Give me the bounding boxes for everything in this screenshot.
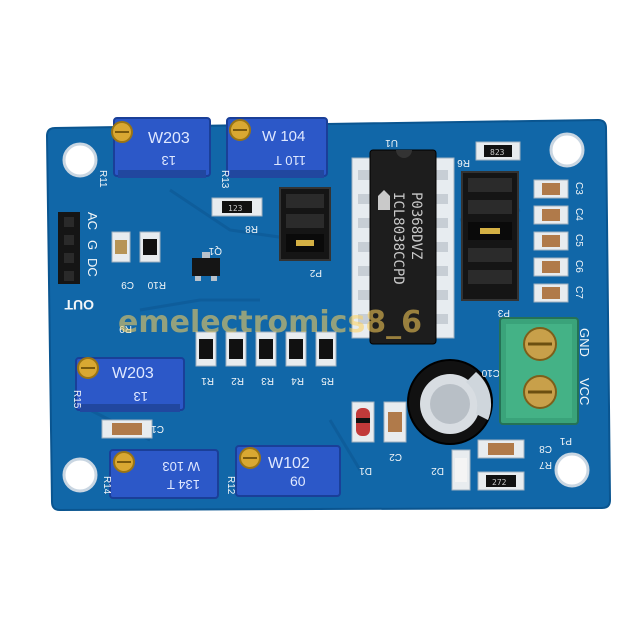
capacitor-column: [533, 179, 569, 303]
jumper-header-p3: [461, 171, 519, 301]
out-header: [58, 212, 80, 284]
label-r12: R12: [225, 476, 236, 495]
label-r3: R3: [261, 375, 274, 386]
diode-d1: [351, 401, 375, 443]
smd-resistor-r8: 123: [211, 197, 263, 217]
label-r14: R14: [101, 476, 112, 495]
pot-sub: 60: [290, 473, 306, 489]
out-label: OUT: [64, 297, 94, 313]
pot-marking: W203: [112, 365, 154, 382]
trimpot-r13: W 104 110 T: [226, 117, 328, 178]
label-r2: R2: [231, 375, 244, 386]
label-c8: C8: [539, 443, 552, 454]
label-c6: C6: [573, 260, 584, 273]
label-c4: C4: [573, 208, 584, 221]
pot-marking: W203: [148, 130, 190, 147]
pin-label-dc: DC: [85, 258, 100, 277]
label-gnd: GND: [577, 328, 592, 357]
chip-line2: P0368DVZ: [408, 192, 424, 259]
label-c3: C3: [573, 182, 584, 195]
chip-line1: ICL8038CCPD: [390, 192, 406, 285]
label-r10: R10: [147, 279, 166, 290]
svg-text:272: 272: [492, 478, 507, 487]
label-c10: C10: [481, 367, 500, 378]
label-r4: R4: [291, 375, 304, 386]
smd-capacitor-c1: [101, 419, 153, 439]
smd-capacitor-c2: [383, 401, 407, 443]
svg-text:123: 123: [228, 204, 243, 213]
pot-sub: 134 T: [167, 477, 200, 492]
resistor-row: [195, 331, 337, 367]
watermark: emelectromics8_6: [118, 305, 422, 340]
ic-chip-u1: [351, 149, 455, 345]
label-d2: D2: [431, 465, 444, 476]
label-r15: R15: [71, 390, 82, 409]
label-r5: R5: [321, 375, 334, 386]
label-c7: C7: [573, 286, 584, 299]
trimpot-r11: W203 13: [111, 117, 211, 178]
label-c2: C2: [389, 451, 402, 462]
label-r13: R13: [219, 170, 230, 189]
led-d2: [451, 449, 471, 491]
transistor-q1: [192, 252, 220, 281]
screw-terminal-p1: [499, 317, 579, 425]
trimpot-r12: W102 60: [235, 445, 341, 497]
label-p1: P1: [559, 435, 572, 446]
label-r9: R9: [119, 323, 132, 334]
label-p2: P2: [309, 267, 322, 278]
mounting-holes: [62, 132, 590, 493]
pin-label-g: G: [85, 240, 100, 250]
jumper-header-p2: [279, 187, 331, 261]
label-p3: P3: [497, 307, 510, 318]
label-vcc: VCC: [577, 378, 592, 405]
label-u1: U1: [385, 137, 398, 148]
smd-resistor-r10: [139, 231, 161, 263]
pot-marking: W 104: [262, 128, 305, 145]
label-r1: R1: [201, 375, 214, 386]
pot-marking: W 103: [162, 459, 200, 474]
trimpot-r15: W203 13: [75, 357, 185, 412]
label-c1: C1: [151, 423, 164, 434]
pot-sub: 13: [162, 153, 176, 168]
pot-sub: 13: [134, 389, 148, 404]
label-c5: C5: [573, 234, 584, 247]
pin-label-ac: AC: [85, 212, 100, 230]
label-d1: D1: [359, 465, 372, 476]
smd-resistor-r7: 272: [477, 471, 525, 491]
label-r8: R8: [245, 223, 258, 234]
pot-marking: W102: [268, 455, 310, 472]
svg-text:823: 823: [490, 148, 505, 157]
smd-capacitor-c9: [111, 231, 131, 263]
label-c9: C9: [121, 279, 134, 290]
label-r6: R6: [457, 157, 470, 168]
pot-sub: 110 T: [274, 153, 306, 168]
smd-resistor-r6: 823: [475, 141, 521, 161]
label-r7: R7: [539, 459, 552, 470]
label-q1: Q1: [208, 245, 222, 256]
trimpot-r14: W 103 134 T: [109, 449, 219, 499]
smd-capacitor-c8: [477, 439, 525, 459]
electrolytic-capacitor-c10: [407, 359, 493, 445]
label-r11: R11: [97, 170, 108, 188]
